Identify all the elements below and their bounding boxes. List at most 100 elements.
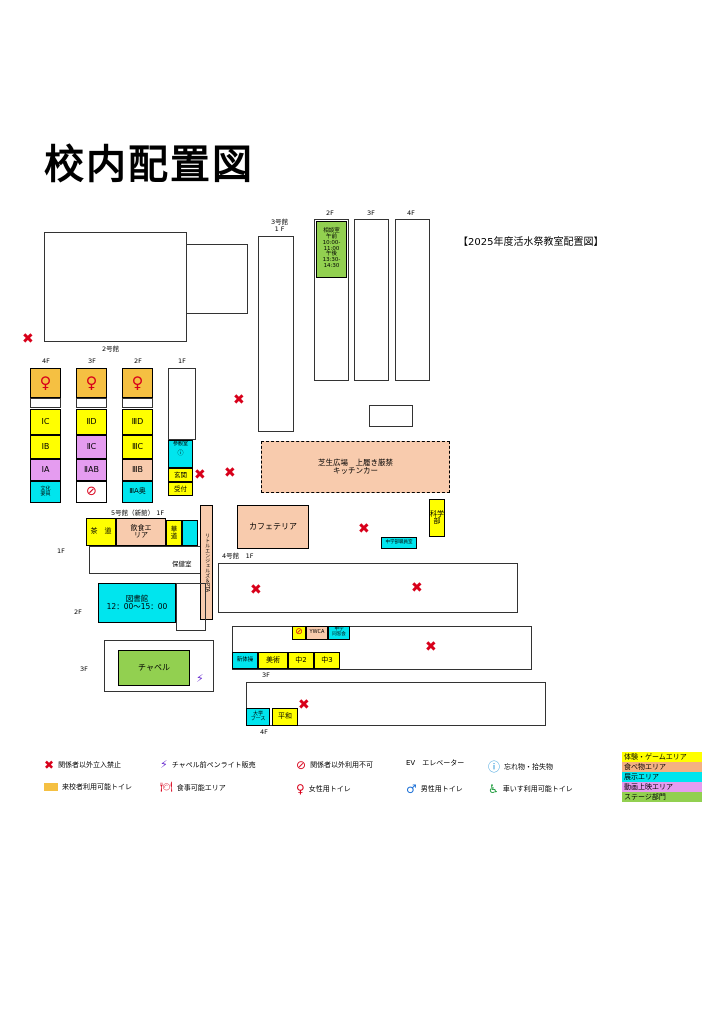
page-title: 校内配置図 [44, 142, 254, 188]
stair [30, 398, 61, 408]
female-toilet-icon: ♀ [122, 368, 153, 398]
legend-item: ♂男性用トイレ [406, 782, 463, 796]
floor-label: 2F [134, 357, 142, 365]
room-chapel[interactable]: チャペル [118, 650, 190, 686]
room-chugaku-staff[interactable]: 中学部職員室 [381, 537, 417, 549]
legend-label: 男性用トイレ [420, 785, 463, 793]
room-sado[interactable]: 茶 道 [86, 518, 116, 546]
floor-label: 3F [367, 209, 375, 217]
room-2AB[interactable]: ⅡAB [76, 459, 107, 481]
no-entry-icon: ✖ [358, 521, 370, 537]
stair [168, 368, 196, 440]
room-hoken: 保健室 [172, 560, 192, 568]
no-entry-icon: ✖ [233, 392, 245, 408]
floor-label: 5号館（新館） 1F [111, 509, 165, 517]
corridor-pta[interactable]: リトルエンジェルズ＆PTA [200, 505, 213, 620]
room-library[interactable]: 図書館 12：00～15：00 [98, 583, 176, 623]
staff-only-icon: ⊘ [292, 626, 306, 640]
legend-label: 来校者利用可能トイレ [62, 783, 132, 791]
building-block [369, 405, 413, 427]
legend-item: ♀女性用トイレ [296, 782, 351, 796]
legend-label: 忘れ物・拾失物 [504, 762, 554, 771]
room-counsel[interactable]: 相談室 午前 10:00- 11:00 午後 13:30- 14:30 [316, 221, 347, 278]
floor-label: 4F [407, 209, 415, 217]
floor-label: 4F [260, 728, 268, 736]
penlight-icon: ⚡ [196, 672, 204, 685]
room-heiwa[interactable]: 平和 [272, 708, 298, 726]
no-entry-icon: ✖ [194, 467, 206, 483]
floor-label: 3F [80, 665, 88, 673]
legend-item: 来校者利用可能トイレ [44, 782, 132, 792]
stair [122, 398, 153, 408]
legend-item: 🍽食事可能エリア [160, 782, 226, 793]
toilet-swatch [44, 783, 58, 791]
room-3B[interactable]: ⅢB [122, 459, 153, 481]
legend-item: ⚡チャペル前ペンライト販売 [160, 758, 256, 771]
no-entry-icon: ✖ [425, 639, 437, 655]
room-genkan[interactable]: 玄関 [168, 468, 193, 482]
floor-label: 2号館 [102, 345, 120, 353]
legend-item: ✖関係者以外立入禁止 [44, 758, 121, 772]
room-uketsuke[interactable]: 受付 [168, 482, 193, 496]
legend-label: 女性用トイレ [308, 785, 351, 793]
room-1C[interactable]: ⅠC [30, 409, 61, 435]
building-block [354, 219, 389, 381]
floor-label: 4号館 1F [222, 552, 254, 560]
room-cafeteria[interactable]: カフェテリア [237, 505, 309, 549]
room-bunka[interactable]: 文化 委員 [30, 481, 61, 503]
legend-label: 車いす利用可能トイレ [502, 785, 573, 793]
room-chu2[interactable]: 中2 [288, 652, 314, 669]
room-1B[interactable]: ⅠB [30, 435, 61, 459]
floor-label: 2F [326, 209, 334, 217]
room-ywca[interactable]: YWCA [306, 626, 328, 640]
room-bijutsu[interactable]: 美術 [258, 652, 288, 669]
floor-label: 3F [262, 671, 270, 679]
room-2D[interactable]: ⅡD [76, 409, 107, 435]
room-2C[interactable]: ⅡC [76, 435, 107, 459]
building-3 [258, 236, 294, 432]
room-3A[interactable]: ⅢA奥 [122, 481, 153, 503]
building-4 [218, 563, 518, 613]
no-entry-icon: ✖ [22, 331, 34, 347]
room-3D[interactable]: ⅢD [122, 409, 153, 435]
building-block [395, 219, 430, 381]
no-entry-icon: ✖ [298, 697, 310, 713]
building-outline [104, 640, 214, 692]
floor-label: 3F [88, 357, 96, 365]
building-outline [176, 583, 206, 631]
legend-item: ♿車いす利用可能トイレ [488, 782, 573, 796]
floor-label: 1F [178, 357, 186, 365]
building-outline [186, 244, 248, 314]
room-kagaku[interactable]: 科学 部 [429, 499, 445, 537]
room-daigaku[interactable]: 大学 ブース [246, 708, 270, 726]
room-1A[interactable]: ⅠA [30, 459, 61, 481]
room-shintai[interactable]: 新体操 [232, 652, 258, 669]
floor-label: 1F [57, 547, 65, 555]
room-chu3[interactable]: 中3 [314, 652, 340, 669]
building-4-upper [232, 626, 532, 670]
room-chugaku-hall[interactable]: 中学 同窓会 [328, 626, 350, 640]
building-block [314, 219, 349, 381]
category-video: 動画上映エリア [622, 782, 702, 792]
room-sanko-label: 参観室 [172, 441, 188, 447]
legend-item: EV エレベーター [406, 758, 464, 768]
no-entry-icon: ✖ [250, 582, 262, 598]
room-kado[interactable]: 華 道 [166, 520, 182, 546]
category-food: 食べ物エリア [622, 762, 702, 772]
no-entry-icon: ✖ [224, 465, 236, 481]
floor-label: 3号館 1 F [271, 218, 289, 233]
female-toilet-icon: ♀ [76, 368, 107, 398]
map-subtitle: 【2025年度活水祭教室配置図】 [458, 237, 604, 248]
room-inshoku[interactable]: 飲食エ リア [116, 518, 166, 546]
staff-only-icon: ⊘ [296, 758, 307, 772]
legend-label: チャペル前ペンライト販売 [171, 760, 256, 769]
legend-item: ⊘関係者以外利用不可 [296, 758, 373, 772]
staff-only-icon: ⊘ [76, 481, 107, 503]
lost-found-icon: ⓘ [488, 760, 501, 774]
area-shibafu[interactable]: 芝生広場 上履き厳禁 キッチンカー [261, 441, 450, 493]
meal-icon: 🍽 [160, 782, 173, 793]
penlight-icon: ⚡ [160, 758, 168, 771]
room-3C[interactable]: ⅢC [122, 435, 153, 459]
